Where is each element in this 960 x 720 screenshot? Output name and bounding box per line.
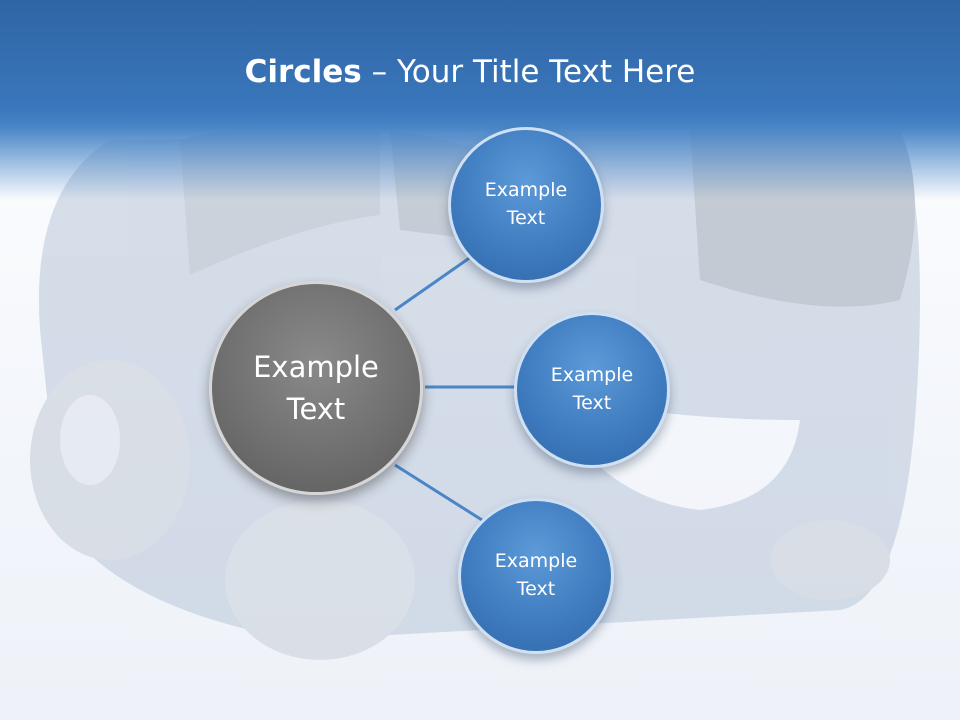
center-line2: Text bbox=[286, 392, 346, 426]
node-middle-line1: Example bbox=[550, 364, 634, 387]
slide-title: Circles – Your Title Text Here bbox=[0, 54, 940, 90]
node-bottom-line2: Text bbox=[516, 578, 556, 600]
node-top-line2: Text bbox=[506, 207, 546, 229]
center-line1: Example bbox=[253, 349, 379, 384]
node-middle-line2: Text bbox=[572, 392, 612, 414]
connector-top bbox=[394, 250, 479, 312]
connector-bottom bbox=[394, 463, 483, 522]
node-bottom-line1: Example bbox=[494, 550, 578, 573]
node-top-line1: Example bbox=[484, 179, 568, 202]
title-rest: – Your Title Text Here bbox=[361, 54, 696, 90]
title-bold: Circles bbox=[244, 54, 362, 90]
